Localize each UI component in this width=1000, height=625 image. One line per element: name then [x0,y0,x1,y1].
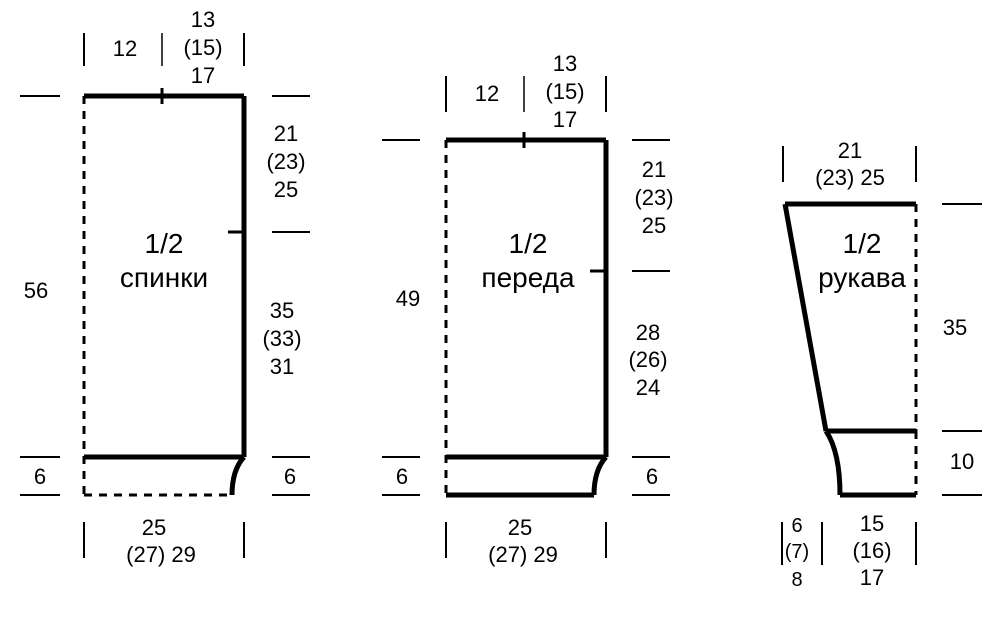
back-shoulder-width: 12 [113,36,137,61]
sleeve-cuff-offset-a: 6 [791,515,802,537]
front-side-height-c: 24 [636,375,660,400]
front-neck-width-a: 13 [553,51,577,76]
front-rib-height-left: 6 [396,464,408,489]
sleeve-cuff-width-c: 17 [860,565,884,590]
back-side-height-a: 35 [270,298,294,323]
back-side-height-b: (33) [262,326,301,351]
sleeve-cuff-width-b: (16) [852,538,891,563]
back-neck-width-c: 17 [191,63,215,88]
front-total-height: 49 [396,286,420,311]
front-neck-width-b: (15) [545,79,584,104]
back-rib-height-right: 6 [284,464,296,489]
sleeve-top-width-b: (23) 25 [815,165,885,190]
front-side-height-a: 28 [636,320,660,345]
back-armhole-height-a: 21 [274,121,298,146]
front-piece: 12 13 (15) 17 21 (23) 25 28 (26) 24 49 6… [382,51,674,567]
back-neck-width-b: (15) [183,35,222,60]
sleeve-piece-title: 1/2 [843,228,882,259]
front-side-curve [591,455,608,496]
back-side-height-c: 31 [270,354,294,379]
front-armhole-height-a: 21 [642,157,666,182]
sleeve-cuff-offset-b: (7) [785,541,809,563]
sleeve-cuff-width-a: 15 [860,511,884,536]
back-bottom-width-a: 25 [142,515,166,540]
sleeve-slanted-edge [782,203,829,432]
front-armhole-height-b: (23) [634,185,673,210]
front-neck-width-c: 17 [553,107,577,132]
front-piece-title: 1/2 [509,228,548,259]
front-rib-height-right: 6 [646,464,658,489]
front-shoulder-width: 12 [475,81,499,106]
sleeve-cuff-curve [823,429,843,496]
front-bottom-width-a: 25 [508,515,532,540]
back-total-height: 56 [24,278,48,303]
front-side-height-b: (26) [628,347,667,372]
back-neck-width-a: 13 [191,7,215,32]
sleeve-cuff-offset-c: 8 [791,569,802,591]
front-piece-name: переда [481,262,575,293]
sleeve-top-width-a: 21 [838,138,862,163]
sleeve-piece-name: рукава [818,262,906,293]
sleeve-length: 35 [943,315,967,340]
back-rib-height-left: 6 [34,464,46,489]
back-armhole-height-b: (23) [266,149,305,174]
back-side-curve [229,455,246,496]
back-piece-name: спинки [120,262,208,293]
sleeve-cuff-height: 10 [950,449,974,474]
front-bottom-width-b: (27) 29 [488,542,558,567]
back-bottom-width-b: (27) 29 [126,542,196,567]
back-piece: 12 13 (15) 17 21 (23) 25 35 (33) 31 56 6… [20,7,310,567]
back-piece-title: 1/2 [145,228,184,259]
sleeve-piece: 21 (23) 25 35 10 6 (7) 8 15 (16) 17 1/2 … [781,138,982,591]
back-armhole-height-c: 25 [274,177,298,202]
front-armhole-height-c: 25 [642,213,666,238]
